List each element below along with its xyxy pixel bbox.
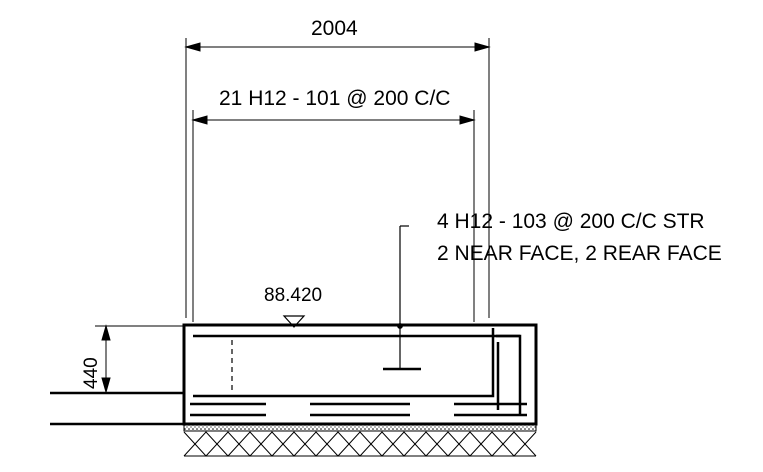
level-label: 88.420 (264, 285, 323, 306)
reinforcement-bars (190, 328, 527, 417)
depth-label: 440 (81, 357, 102, 389)
stirrup-callout-line2: 2 NEAR FACE, 2 REAR FACE (437, 242, 722, 265)
depth-dimension (95, 324, 186, 394)
overall-width-dimension (184, 38, 491, 318)
bottom-bar-callout: 21 H12 - 101 @ 200 C/C (219, 87, 451, 110)
hardcore-layer (183, 431, 537, 457)
stirrup-callout-line1: 4 H12 - 103 @ 200 C/C STR (437, 210, 705, 233)
stirrup-callout-leader (383, 225, 421, 371)
level-marker (282, 315, 306, 328)
overall-width-label: 2004 (311, 17, 358, 40)
blinding-layer (183, 424, 537, 432)
existing-slab-lines (50, 391, 184, 426)
bottom-bar-dimension (191, 110, 476, 322)
concrete-section (182, 323, 538, 426)
